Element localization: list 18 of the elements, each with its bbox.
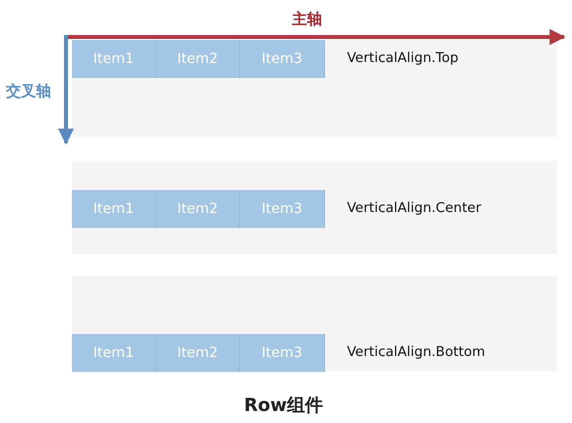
row-panel	[72, 276, 557, 371]
item-block: Item2	[156, 334, 240, 372]
item-block: Item1	[72, 190, 156, 228]
cross-axis-label: 交叉轴	[6, 82, 51, 101]
caption: Row组件	[244, 394, 323, 417]
alignment-label: VerticalAlign.Center	[347, 200, 482, 216]
item-block: Item2	[156, 190, 240, 228]
item-block: Item3	[240, 334, 325, 372]
row-panel	[72, 161, 557, 254]
item-block: Item2	[156, 40, 240, 78]
item-block: Item3	[240, 40, 325, 78]
alignment-label: VerticalAlign.Top	[347, 50, 458, 66]
main-axis-label: 主轴	[292, 10, 322, 29]
item-block: Item1	[72, 40, 156, 78]
alignment-label: VerticalAlign.Bottom	[347, 344, 486, 360]
row-panel	[72, 40, 557, 137]
item-block: Item1	[72, 334, 156, 372]
item-block: Item3	[240, 190, 325, 228]
